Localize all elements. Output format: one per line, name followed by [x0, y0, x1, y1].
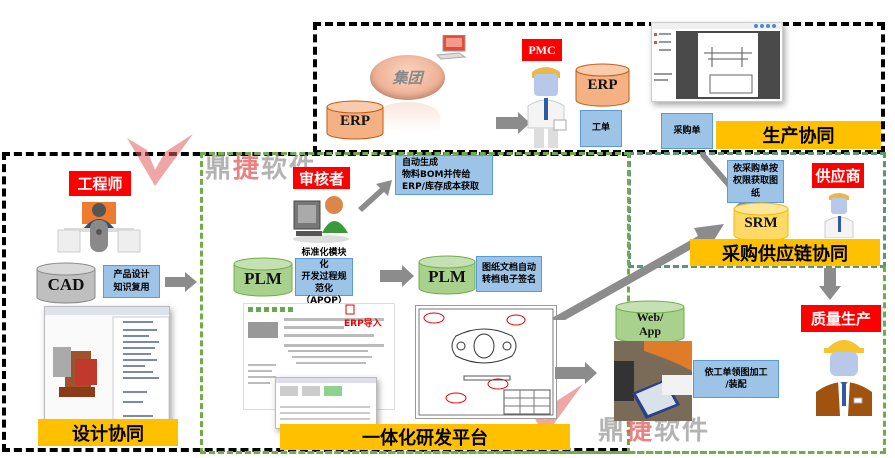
- drawing-screenshot: [415, 305, 557, 419]
- cad-note: 产品设计知识复用: [103, 265, 160, 298]
- supplier-label: 供应商: [812, 163, 864, 188]
- erp-pmc-database: ERP: [575, 63, 630, 107]
- plm-workflow-screenshot: [275, 377, 377, 429]
- purchase-order-box: 采购单: [661, 113, 713, 149]
- plm-database-1: PLM: [233, 257, 293, 297]
- pmc-label: PMC: [522, 39, 562, 61]
- reviewer-label: 审核者: [293, 167, 350, 189]
- pmc-person-icon: [524, 66, 568, 148]
- watermark-text-bottom: 鼎捷软件: [598, 416, 711, 446]
- bottom-green-line: [200, 451, 886, 454]
- erp-import-label: ERP导入: [344, 319, 382, 329]
- webapp-database: Web/App: [615, 300, 685, 344]
- arrow-up-right-icon: [356, 178, 394, 216]
- design-zone-title: 设计协同: [38, 419, 178, 446]
- arrow-right-icon: [380, 265, 414, 291]
- group-ellipse: 集团: [370, 55, 445, 100]
- plm1-note: 标准化模块化开发过程规范化（APQP）: [295, 248, 353, 306]
- quality-worker-icon: [812, 332, 876, 416]
- srm-database: SRM: [733, 202, 789, 242]
- rnd-zone-title: 一体化研发平台: [280, 424, 570, 450]
- quality-label: 质量生产: [801, 305, 881, 332]
- arrow-right-icon: [555, 362, 597, 388]
- work-order-box: 工单: [580, 110, 622, 147]
- group-reflection: [375, 102, 440, 132]
- plm2-note: 图纸文档自动转档电子签名: [476, 256, 542, 292]
- cad-screenshot: [44, 306, 170, 426]
- webapp-note: 依工单领图加工/装配: [693, 360, 779, 398]
- arrow-to-srm-icon: [548, 210, 728, 324]
- cad-database: CAD: [36, 262, 96, 304]
- tablet-photo: [614, 341, 692, 421]
- arrow-down-icon: [819, 268, 841, 304]
- engineer-desk-icon: [54, 196, 144, 254]
- reviewer-computer-icon: [290, 193, 352, 243]
- plm-database-2: PLM: [418, 255, 476, 295]
- production-zone-title: 生产协同: [716, 121, 881, 149]
- supplier-person-icon: [823, 192, 855, 239]
- erp-group-database: ERP: [326, 100, 384, 140]
- logo-mark-icon: [515, 380, 585, 440]
- pmc-monitor-icon: [435, 34, 467, 61]
- logo-mark-icon: [125, 130, 195, 190]
- arrow-right-icon: [165, 272, 197, 296]
- arrow-right-icon: [496, 112, 530, 138]
- supply-inner-border: [628, 152, 886, 268]
- engineer-label: 工程师: [69, 171, 131, 196]
- watermark-text-top: 鼎捷软件: [205, 154, 318, 184]
- drawing-viewer-screenshot: [651, 22, 783, 102]
- srm-note: 依采购单按权限获取图纸: [727, 160, 784, 203]
- supply-zone-title: 采购供应链协同: [690, 239, 880, 266]
